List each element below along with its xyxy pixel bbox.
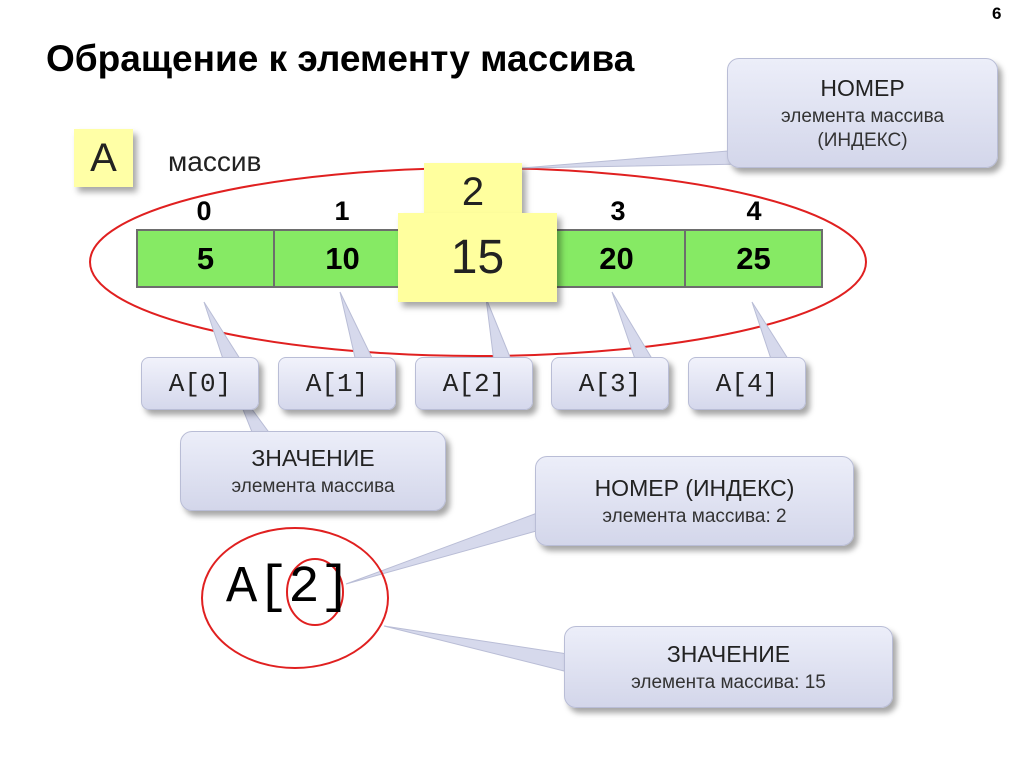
- example-reference-suffix: ]: [319, 558, 351, 617]
- index-callout-top-heading: НОМЕР: [820, 74, 905, 101]
- ref2-pointer: [485, 297, 513, 363]
- value-callout-mid: ЗНАЧЕНИЕ элемента массива: [180, 431, 446, 511]
- ref-box-1: A[1]: [278, 357, 396, 410]
- value-callout-mid-heading: ЗНАЧЕНИЕ: [251, 444, 375, 471]
- index-callout-top-line3: (ИНДЕКС): [817, 129, 908, 151]
- slide-title: Обращение к элементу массива: [46, 38, 635, 79]
- value-callout-bottom-line2: элемента массива: 15: [631, 671, 826, 693]
- value-callout-bottom: ЗНАЧЕНИЕ элемента массива: 15: [564, 626, 893, 708]
- index-callout-pointer: [521, 149, 747, 169]
- index-callout-top-line2: элемента массива: [780, 105, 945, 127]
- ref-box-3: A[3]: [551, 357, 669, 410]
- ref-box-2: A[2]: [415, 357, 533, 410]
- value-callout-mid-line2: элемента массива: [231, 475, 395, 497]
- slide-number: 6: [992, 4, 1002, 23]
- array-caption: массив: [168, 146, 262, 177]
- ref0-pointer: [203, 301, 243, 363]
- ref1-pointer: [339, 291, 375, 363]
- ref3-pointer: [611, 291, 655, 363]
- ref-box-4: A[4]: [688, 357, 806, 410]
- array-cell-3: 20: [547, 229, 686, 288]
- ref4-pointer: [751, 301, 791, 363]
- index-callout-bottom: НОМЕР (ИНДЕКС) элемента массива: 2: [535, 456, 854, 546]
- highlighted-index-card: 2: [424, 163, 522, 219]
- example-reference-prefix: A[: [226, 558, 289, 617]
- highlighted-value-card: 15: [398, 213, 557, 302]
- index-label-4: 4: [746, 196, 762, 226]
- index-callout-bottom-line2: элемента массива: 2: [602, 505, 787, 527]
- example-reference-index: 2: [288, 558, 320, 617]
- array-cell-4: 25: [684, 229, 823, 288]
- index-highlight-ellipse: [286, 558, 344, 626]
- array-name-card: A: [74, 129, 133, 187]
- array-cell-0: 5: [136, 229, 275, 288]
- index-callout-top: НОМЕР элемента массива (ИНДЕКС): [727, 58, 998, 168]
- array-cell-1: 10: [273, 229, 412, 288]
- example-reference: A[2]: [226, 558, 351, 617]
- value-bottom-pointer: [383, 625, 569, 673]
- index-label-0: 0: [196, 196, 212, 226]
- index-label-3: 3: [610, 196, 626, 226]
- value-callout-bottom-heading: ЗНАЧЕНИЕ: [666, 640, 791, 667]
- index-callout-bottom-heading: НОМЕР (ИНДЕКС): [594, 474, 795, 501]
- ref-box-0: A[0]: [141, 357, 259, 410]
- ref-highlight-ellipse: [201, 527, 389, 669]
- index-bottom-pointer: [345, 511, 541, 585]
- index-label-1: 1: [334, 196, 350, 226]
